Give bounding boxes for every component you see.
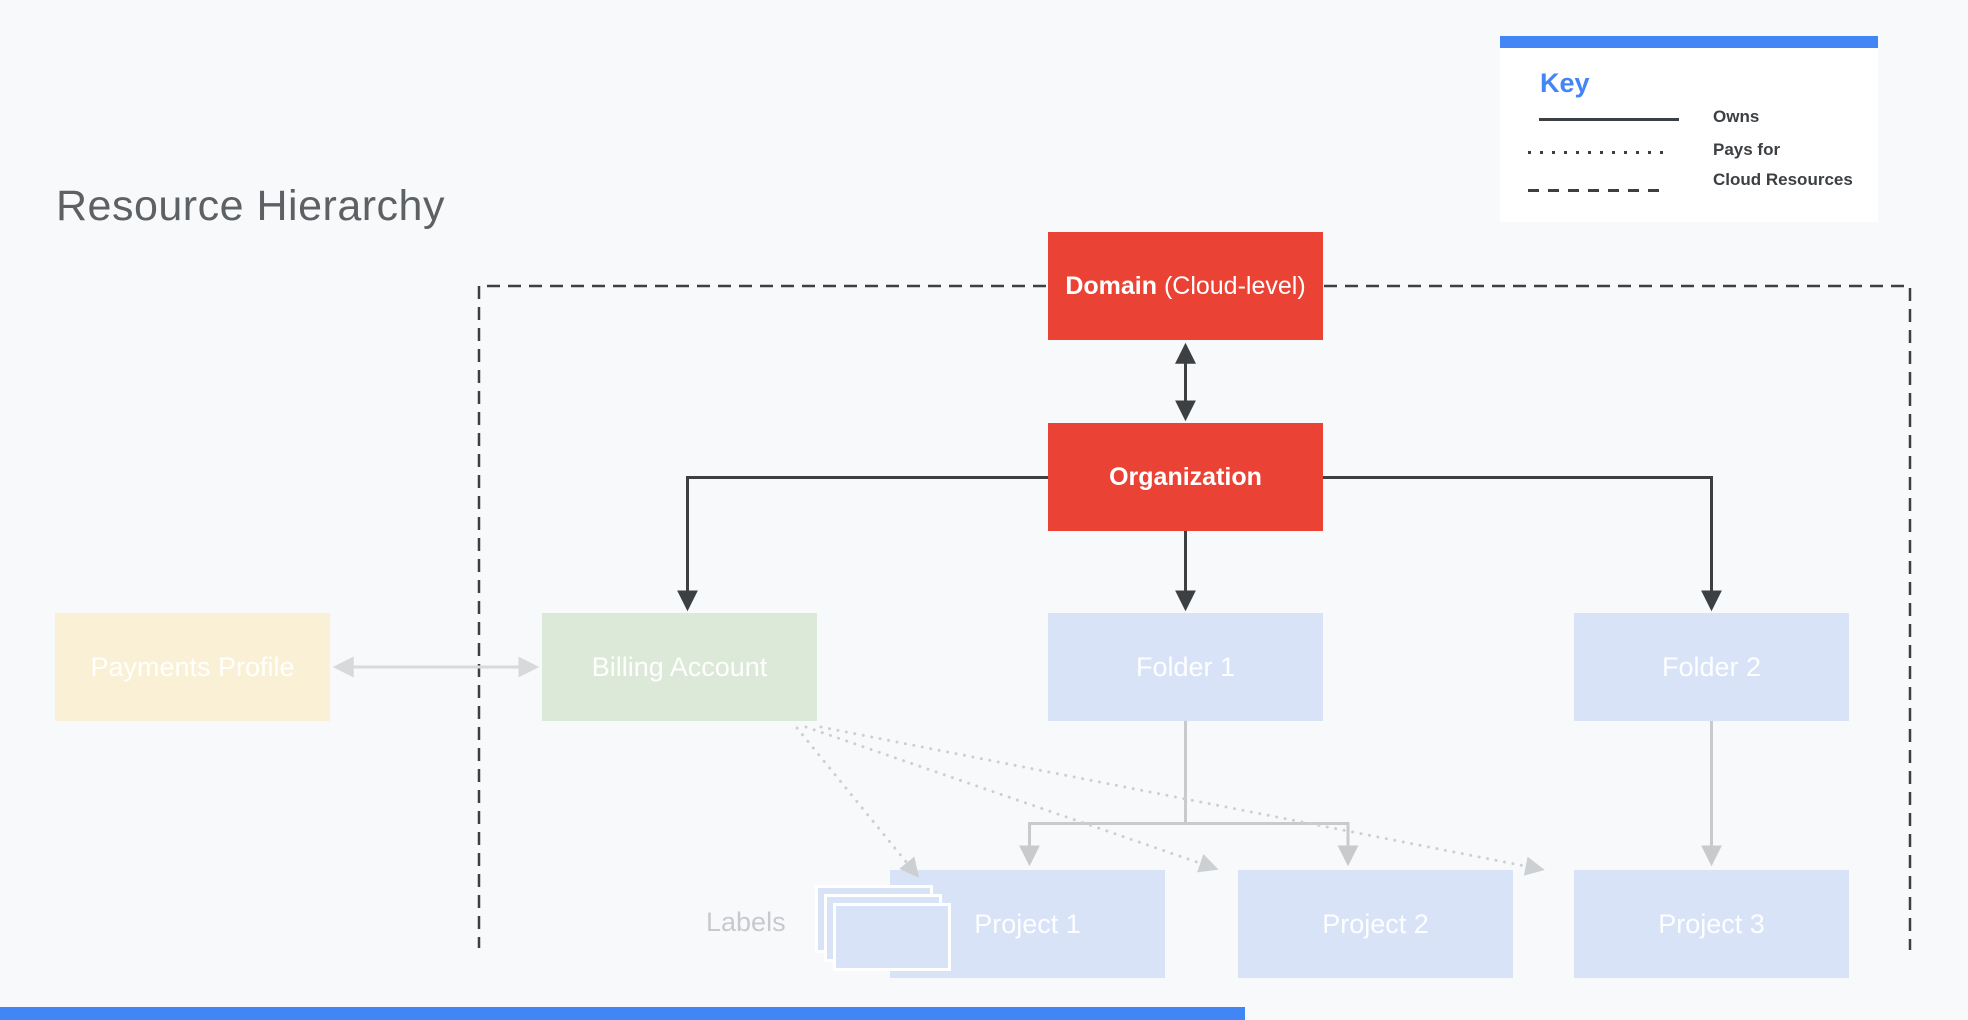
edge-billing-project1 xyxy=(795,726,920,878)
node-domain: Domain (Cloud-level) xyxy=(1048,232,1323,340)
node-project-3-label: Project 3 xyxy=(1658,908,1765,939)
labels-stack-icon xyxy=(833,903,951,971)
pays-for-label: Pays for xyxy=(1713,140,1781,159)
owns-label: Owns xyxy=(1713,107,1760,126)
node-project-3: Project 3 xyxy=(1574,870,1849,978)
node-project-2-label: Project 2 xyxy=(1322,908,1429,939)
edge-org-folder2 xyxy=(1323,476,1722,612)
cloud-resources-line-sample xyxy=(1528,189,1666,192)
node-folder-2: Folder 2 xyxy=(1574,613,1849,721)
node-billing-account-label: Billing Account xyxy=(591,651,768,682)
node-folder-2-label: Folder 2 xyxy=(1661,651,1762,682)
bottom-accent-bar xyxy=(0,1007,1245,1020)
node-folder-1: Folder 1 xyxy=(1048,613,1323,721)
owns-line-sample xyxy=(1539,118,1679,121)
node-domain-label-bold: Domain xyxy=(1065,271,1157,300)
edges-billing-pays-for xyxy=(795,725,1545,878)
edges-folder-projects xyxy=(1019,721,1722,867)
legend-accent-bar xyxy=(1500,36,1878,48)
pays-for-line-sample xyxy=(1528,151,1668,154)
page-title: Resource Hierarchy xyxy=(56,182,445,230)
edge-billing-project2 xyxy=(804,725,1219,873)
node-domain-label-rest: (Cloud-level) xyxy=(1157,271,1306,300)
legend: Key Owns Pays for Cloud Resources xyxy=(1500,36,1878,222)
node-payments-profile-label: Payments Profile xyxy=(90,651,295,682)
node-billing-account: Billing Account xyxy=(542,613,817,721)
node-organization: Organization xyxy=(1048,423,1323,531)
node-organization-label: Organization xyxy=(1109,462,1262,491)
node-project-1-label: Project 1 xyxy=(974,908,1081,939)
node-project-2: Project 2 xyxy=(1238,870,1513,978)
node-folder-1-label: Folder 1 xyxy=(1135,651,1236,682)
labels-caption: Labels xyxy=(706,907,786,937)
node-payments-profile: Payments Profile xyxy=(55,613,330,721)
legend-title: Key xyxy=(1540,68,1590,98)
edge-org-billing xyxy=(677,476,1048,612)
cloud-resources-label: Cloud Resources xyxy=(1713,170,1853,189)
edge-billing-project3 xyxy=(819,725,1545,876)
